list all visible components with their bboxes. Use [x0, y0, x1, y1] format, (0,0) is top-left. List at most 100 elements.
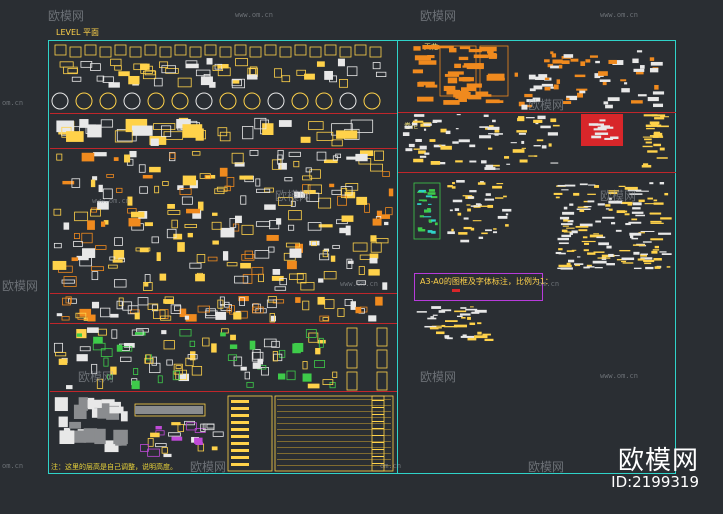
furniture-block [643, 114, 658, 117]
furniture-block [468, 94, 482, 100]
furniture-block [598, 242, 609, 246]
furniture-block [53, 242, 62, 249]
furniture-block [100, 348, 113, 357]
furniture-block [182, 124, 203, 138]
furniture-block [322, 317, 329, 322]
drawing-footnote: 注：这里的层高是自己调整，说明高度。 [51, 463, 177, 471]
furniture-block [642, 241, 652, 243]
furniture-block [454, 208, 460, 211]
furniture-block [69, 421, 82, 429]
furniture-block [544, 86, 551, 91]
furniture-block [281, 75, 291, 83]
furniture-block [492, 119, 496, 123]
furniture-block [346, 156, 358, 160]
furniture-block [533, 85, 543, 90]
furniture-block [538, 74, 548, 78]
furniture-block [576, 88, 588, 91]
chair-block [69, 46, 82, 58]
furniture-block [67, 298, 77, 304]
chair-block [159, 46, 172, 58]
furniture-block [307, 222, 322, 231]
furniture-block [540, 125, 551, 129]
furniture-block [155, 425, 162, 430]
furniture-block [143, 281, 153, 291]
furniture-block [587, 200, 595, 203]
furniture-block [102, 76, 114, 83]
furniture-block [139, 186, 148, 194]
furniture-block [305, 329, 317, 338]
furniture-block [204, 174, 211, 180]
furniture-block [602, 216, 615, 219]
furniture-block [149, 166, 161, 173]
furniture-block [159, 309, 169, 319]
furniture-block [144, 274, 151, 284]
round-table-block [267, 92, 285, 110]
stair-tread [231, 400, 249, 403]
furniture-block [558, 252, 566, 255]
furniture-block [542, 77, 550, 80]
furniture-block [82, 248, 96, 258]
furniture-block [246, 381, 254, 388]
furniture-block [296, 272, 307, 284]
furniture-block [194, 437, 203, 444]
sofa-block [346, 349, 358, 369]
furniture-block [352, 242, 368, 252]
furniture-block [419, 155, 427, 158]
furniture-block [577, 256, 581, 258]
furniture-block [337, 308, 345, 317]
furniture-block [153, 309, 166, 319]
furniture-block [644, 138, 652, 141]
furniture-block [431, 230, 436, 234]
furniture-block [370, 242, 382, 253]
level-label: LEVEL 平面 [56, 28, 100, 37]
furniture-block [645, 266, 654, 270]
furniture-block [220, 227, 235, 238]
furniture-block [323, 271, 337, 280]
furniture-block [163, 131, 184, 140]
furniture-block [319, 315, 330, 322]
furniture-block [60, 430, 73, 438]
furniture-block [440, 145, 452, 150]
furniture-block [101, 221, 106, 227]
furniture-block [104, 440, 119, 453]
furniture-block [153, 123, 176, 130]
furniture-block [552, 59, 563, 64]
furniture-block [292, 343, 301, 354]
furniture-block [318, 278, 324, 283]
furniture-block [61, 315, 70, 321]
furniture-block [274, 68, 282, 78]
furniture-block [637, 258, 645, 261]
ladder-rung [372, 442, 384, 443]
furniture-block [115, 432, 127, 446]
furniture-block [650, 238, 664, 241]
furniture-block [288, 151, 301, 157]
furniture-block [550, 162, 559, 164]
stair-tread [231, 407, 249, 410]
furniture-block [469, 144, 476, 148]
furniture-block [206, 58, 213, 65]
furniture-block [664, 192, 669, 196]
furniture-block [264, 187, 274, 193]
furniture-block [246, 74, 258, 80]
furniture-block [98, 184, 103, 193]
furniture-block [479, 126, 489, 128]
watermark-url: om.cn [538, 280, 560, 288]
furniture-block [339, 227, 350, 234]
furniture-block [307, 383, 320, 389]
furniture-block [432, 119, 442, 123]
furniture-block [469, 160, 477, 163]
furniture-block [215, 311, 227, 320]
furniture-block [541, 83, 553, 87]
furniture-block [489, 125, 494, 128]
furniture-block [472, 220, 482, 222]
furniture-block [102, 188, 113, 200]
furniture-block [617, 210, 628, 213]
furniture-block [417, 96, 434, 102]
furniture-block [593, 251, 605, 253]
furniture-block [142, 174, 153, 179]
furniture-block [624, 82, 628, 85]
watermark-url: om.cn [2, 462, 24, 470]
furniture-block [329, 183, 335, 188]
furniture-block [212, 431, 224, 437]
